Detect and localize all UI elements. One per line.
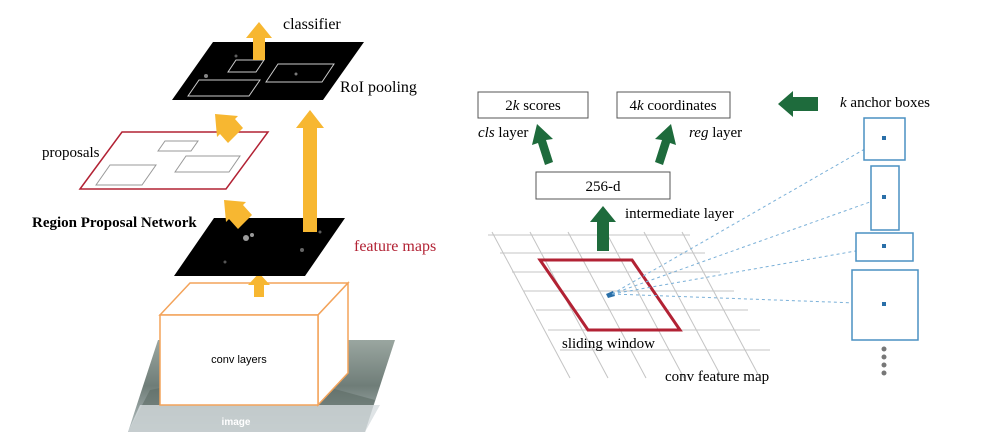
coordinates-label: 4k coordinates <box>629 98 716 114</box>
arrow-roi-to-classifier <box>246 22 272 60</box>
right-rpn-detail: k anchor boxes 2k scores 4k coordinates … <box>477 91 930 385</box>
dim-box <box>535 171 671 200</box>
intermediate-layer-label: intermediate layer <box>625 206 734 222</box>
conv-layers-box <box>158 281 350 407</box>
arrow-256d-to-cls <box>532 124 553 165</box>
classifier-label: classifier <box>283 16 341 33</box>
scores-label: 2k scores <box>505 98 561 114</box>
sliding-window <box>537 258 683 332</box>
dim-label: 256-d <box>586 179 621 195</box>
image-label: image <box>222 417 251 428</box>
conv-feature-map-label: conv feature map <box>665 369 769 385</box>
reg-layer-label: reg layer <box>689 125 742 141</box>
coordinates-box <box>616 91 731 119</box>
proposals-plane <box>78 131 270 190</box>
arrow-256d-to-reg <box>655 124 676 165</box>
sliding-window-center <box>606 291 615 298</box>
rpn-label: Region Proposal Network <box>32 215 197 231</box>
left-pipeline: conv layers image feature maps Region Pr… <box>32 16 436 432</box>
arrow-features-to-roi <box>296 110 324 232</box>
anchor-projection-lines <box>611 137 885 305</box>
anchor-boxes-label: k anchor boxes <box>840 95 930 111</box>
arrow-proposals-to-roi <box>215 114 243 143</box>
conv-layers-label: conv layers <box>211 354 267 366</box>
conv-feature-map-grid <box>488 231 770 379</box>
feature-maps-plane <box>174 218 345 276</box>
arrow-features-to-proposals <box>224 200 252 229</box>
scores-box <box>477 91 589 119</box>
arrow-conv-to-features <box>248 273 270 297</box>
cls-layer-label: cls layer <box>478 125 528 141</box>
sliding-window-label: sliding window <box>562 336 655 352</box>
proposals-label: proposals <box>42 145 100 161</box>
feature-maps-label: feature maps <box>354 238 436 255</box>
arrow-window-to-256d <box>590 206 616 251</box>
roi-pooling-plane <box>172 42 364 100</box>
anchor-centers <box>882 136 886 306</box>
anchor-boxes <box>851 117 919 341</box>
arrow-anchors-to-reg <box>778 91 818 117</box>
roi-pooling-label: RoI pooling <box>340 79 417 96</box>
more-anchors-ellipsis-icon <box>881 346 887 376</box>
